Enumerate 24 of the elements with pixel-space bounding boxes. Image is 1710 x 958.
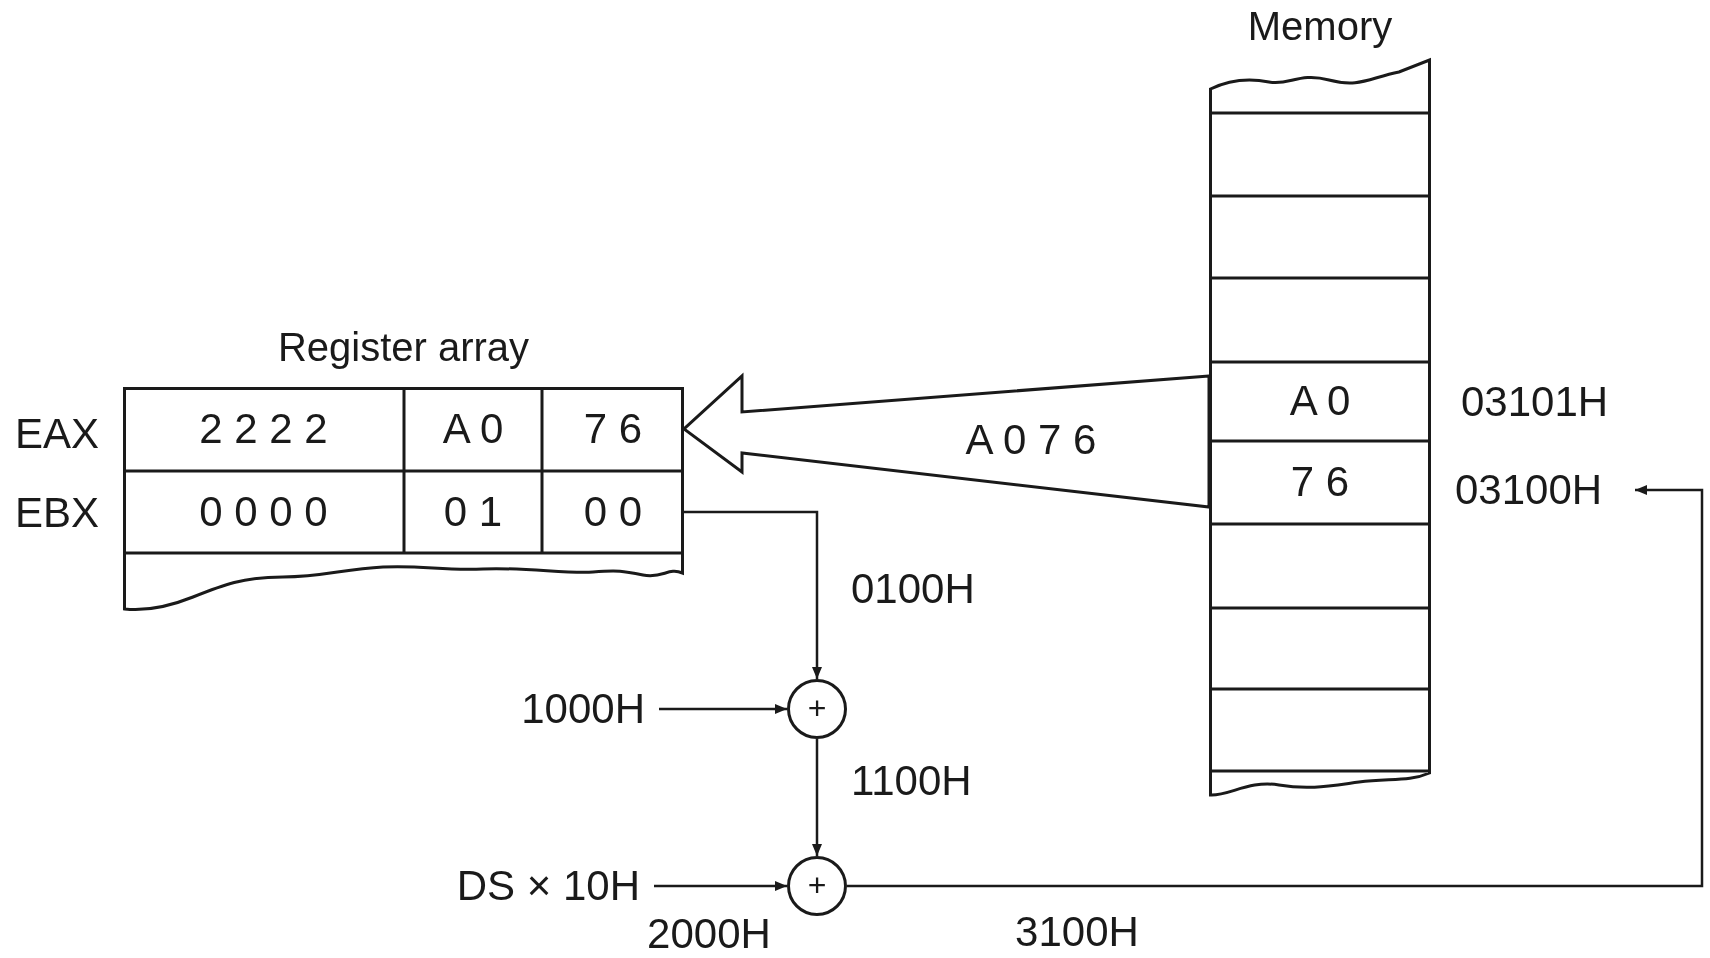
register-cell: 0 0: [542, 471, 684, 553]
register-name: EBX: [15, 489, 99, 537]
register-cell: 2 2 2 2: [123, 387, 404, 471]
heading: Memory: [1246, 3, 1394, 50]
value-text: 03100H: [1455, 465, 1635, 515]
register-cell: A 0: [404, 387, 542, 471]
arrow: [847, 485, 1704, 888]
register-cell: 0 1: [404, 471, 542, 553]
arrow: [659, 704, 787, 714]
arrow: [654, 881, 787, 891]
value-text: DS × 10H: [415, 861, 640, 911]
memory-cell: A 0: [1209, 362, 1431, 441]
register-cell: 7 6: [542, 387, 684, 471]
address-text: 03101H: [1461, 378, 1609, 426]
adder-circle: +: [787, 679, 847, 739]
arrow: [812, 739, 822, 856]
memory-cell: 7 6: [1209, 441, 1431, 524]
adder-circle: +: [787, 856, 847, 916]
heading: Register array: [276, 324, 531, 371]
hollow-arrow: [681, 372, 1211, 509]
value-text: 1000H: [495, 684, 645, 734]
register-name: EAX: [15, 410, 99, 458]
register-cell: 0 0 0 0: [123, 471, 404, 553]
arrow: [684, 510, 822, 679]
